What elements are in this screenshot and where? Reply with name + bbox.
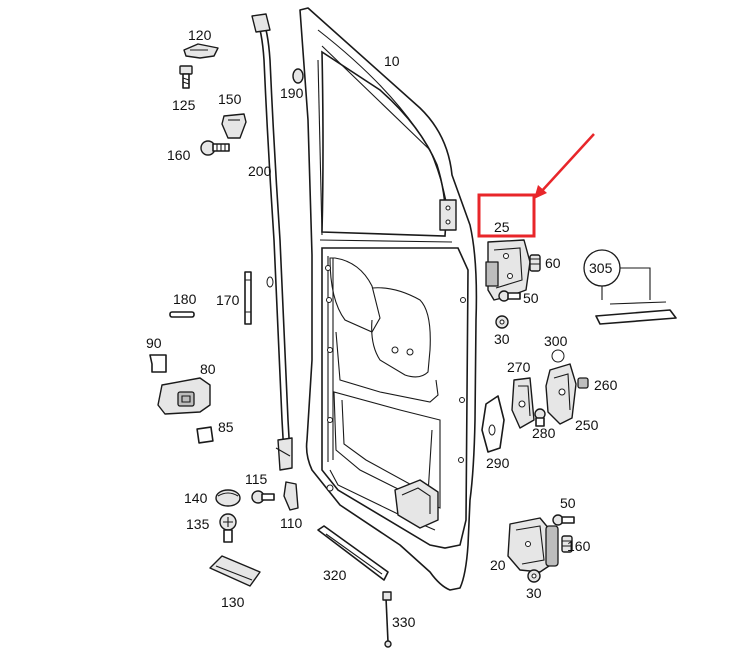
pad-part-130	[209, 555, 261, 587]
callout-20: 20	[490, 557, 506, 573]
callout-30-lower: 30	[526, 585, 542, 601]
callout-180: 180	[173, 291, 197, 307]
callout-305: 305	[589, 260, 613, 276]
clip-part-260	[577, 377, 589, 389]
screw-part-125	[179, 65, 193, 89]
plug-part-140	[215, 489, 241, 507]
highlight-arrow-line	[539, 133, 595, 194]
lock-part-270	[511, 377, 535, 429]
callout-290: 290	[486, 455, 510, 471]
callout-300: 300	[544, 333, 568, 349]
callout-125: 125	[172, 97, 196, 113]
plate-part-290	[481, 395, 505, 453]
bolt-part-50-lower	[552, 514, 575, 526]
bolt-part-50-upper	[498, 290, 521, 302]
strip-part-170	[244, 271, 274, 325]
callout-130: 130	[221, 594, 245, 610]
callout-25: 25	[494, 219, 510, 235]
callout-80: 80	[200, 361, 216, 377]
highlight-annotation	[477, 133, 595, 238]
pin-part-60-lower	[561, 535, 573, 553]
callout-170: 170	[216, 292, 240, 308]
callout-160-upper: 160	[167, 147, 191, 163]
callout-50-upper: 50	[523, 290, 539, 306]
callout-250: 250	[575, 417, 599, 433]
callout-330: 330	[392, 614, 416, 630]
callout-280: 280	[532, 425, 556, 441]
cap-part-300	[551, 349, 565, 363]
bracket-part-110	[283, 481, 299, 511]
lever-part-250	[545, 363, 577, 425]
callout-160-lower: 160	[567, 538, 591, 554]
seal-strip-part-200	[251, 13, 293, 471]
callout-120: 120	[188, 27, 212, 43]
hinge-part-25	[485, 239, 531, 301]
callout-labels: 120 125 150 160 190 10 200 25 60 305 50 …	[146, 27, 618, 630]
plug-part-190	[292, 68, 304, 84]
callout-150: 150	[218, 91, 242, 107]
rod-part-330	[382, 591, 392, 648]
callout-10: 10	[384, 53, 400, 69]
clip-part-120	[183, 43, 219, 59]
callout-320: 320	[323, 567, 347, 583]
cap-part-85	[196, 426, 214, 444]
callout-190: 190	[280, 85, 304, 101]
pin-part-60-upper	[529, 254, 541, 272]
handle-part-80	[157, 377, 211, 415]
callout-110: 110	[280, 515, 303, 531]
nut-part-30-lower	[527, 569, 541, 583]
callout-260: 260	[594, 377, 618, 393]
callout-135: 135	[186, 516, 210, 532]
bolt-part-160-upper	[200, 140, 230, 156]
callout-140: 140	[184, 490, 208, 506]
callout-115: 115	[245, 471, 268, 487]
callout-200: 200	[248, 163, 272, 179]
callout-60-upper: 60	[545, 255, 561, 271]
nut-part-30-upper	[495, 315, 509, 329]
bolt-part-280	[534, 408, 546, 427]
callout-30-upper: 30	[494, 331, 510, 347]
callout-270: 270	[507, 359, 531, 375]
bolt-part-135	[219, 513, 237, 543]
pin-part-180	[169, 311, 195, 318]
clip-part-150	[221, 113, 247, 139]
bolt-part-115	[251, 490, 275, 504]
hinge-part-20	[507, 517, 559, 573]
callout-90: 90	[146, 335, 162, 351]
highlight-box	[477, 193, 536, 238]
rod-part-320	[317, 525, 389, 581]
highlight-arrowhead	[534, 185, 547, 199]
callout-85: 85	[218, 419, 234, 435]
callout-50-lower: 50	[560, 495, 576, 511]
clip-part-90	[149, 354, 167, 373]
door-panel-part-10	[299, 7, 478, 591]
weatherstrip-part-305	[583, 249, 677, 325]
